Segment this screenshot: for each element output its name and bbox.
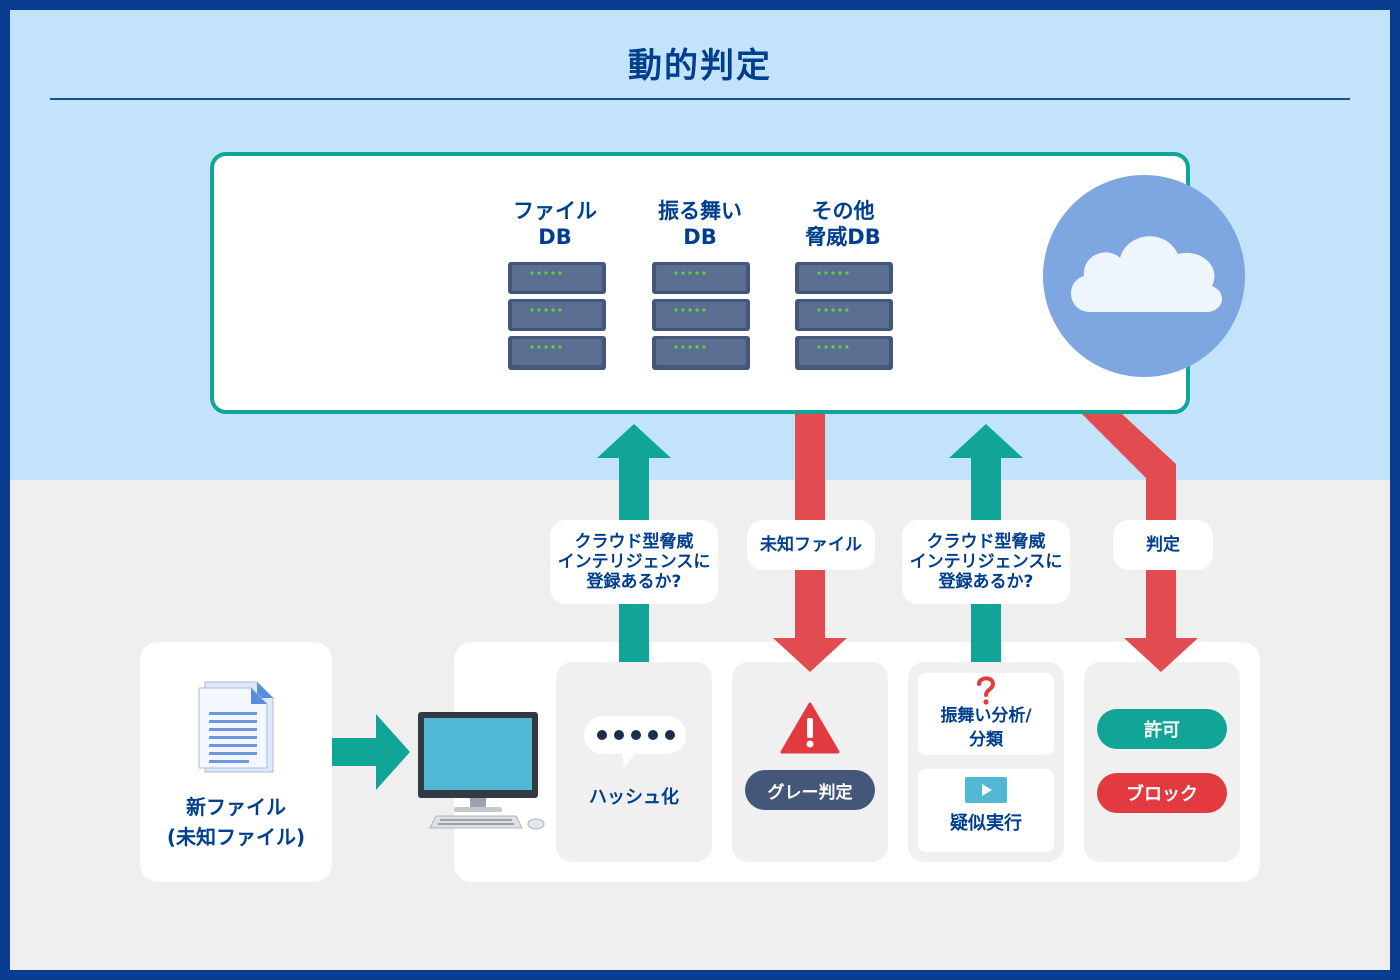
other-threat-db-server-icon: [795, 262, 893, 370]
question-mark-icon: [977, 676, 996, 705]
gray-step-panel: [732, 662, 888, 862]
emulation-label: 疑似実行: [950, 813, 1022, 834]
file-db-server-icon: [508, 262, 606, 370]
cloud-query-bubble-hash: クラウド型脅威 インテリジェンスに 登録あるか?: [550, 520, 718, 604]
flow-arrow-to-pc: [332, 714, 410, 790]
verdict-bubble: 判定: [1113, 520, 1213, 570]
page-title: 動的判定: [628, 46, 772, 86]
password-bubble-icon: [584, 716, 686, 768]
cloud-query-bubble-behavior: クラウド型脅威 インテリジェンスに 登録あるか?: [902, 520, 1070, 604]
block-badge: ブロック: [1097, 773, 1227, 813]
play-video-icon: [965, 777, 1007, 803]
title-divider: [50, 98, 1350, 100]
behavior-db-label: 振る舞い DB: [658, 199, 742, 249]
document-icon: [198, 681, 274, 773]
verdict-step-panel: [1084, 662, 1240, 862]
other-threat-db-label: その他 脅威DB: [805, 199, 881, 249]
hash-label: ハッシュ化: [589, 787, 679, 808]
behavior-analysis-label: 振舞い分析/ 分類: [940, 706, 1032, 750]
file-db-label: ファイル DB: [513, 199, 597, 249]
unknown-file-bubble: 未知ファイル: [747, 520, 875, 570]
behavior-analysis-box: [918, 673, 1054, 755]
gray-verdict-badge: グレー判定: [745, 770, 875, 810]
flow-arrow-verdict: [1082, 414, 1198, 672]
behavior-db-server-icon: [652, 262, 750, 370]
new-file-label: 新ファイル (未知ファイル): [166, 795, 306, 849]
cloud-icon: [1071, 236, 1223, 312]
hash-step-panel: [556, 662, 712, 862]
computer-icon: [418, 712, 545, 830]
warning-icon: [780, 702, 840, 754]
allow-badge: 許可: [1097, 709, 1227, 749]
